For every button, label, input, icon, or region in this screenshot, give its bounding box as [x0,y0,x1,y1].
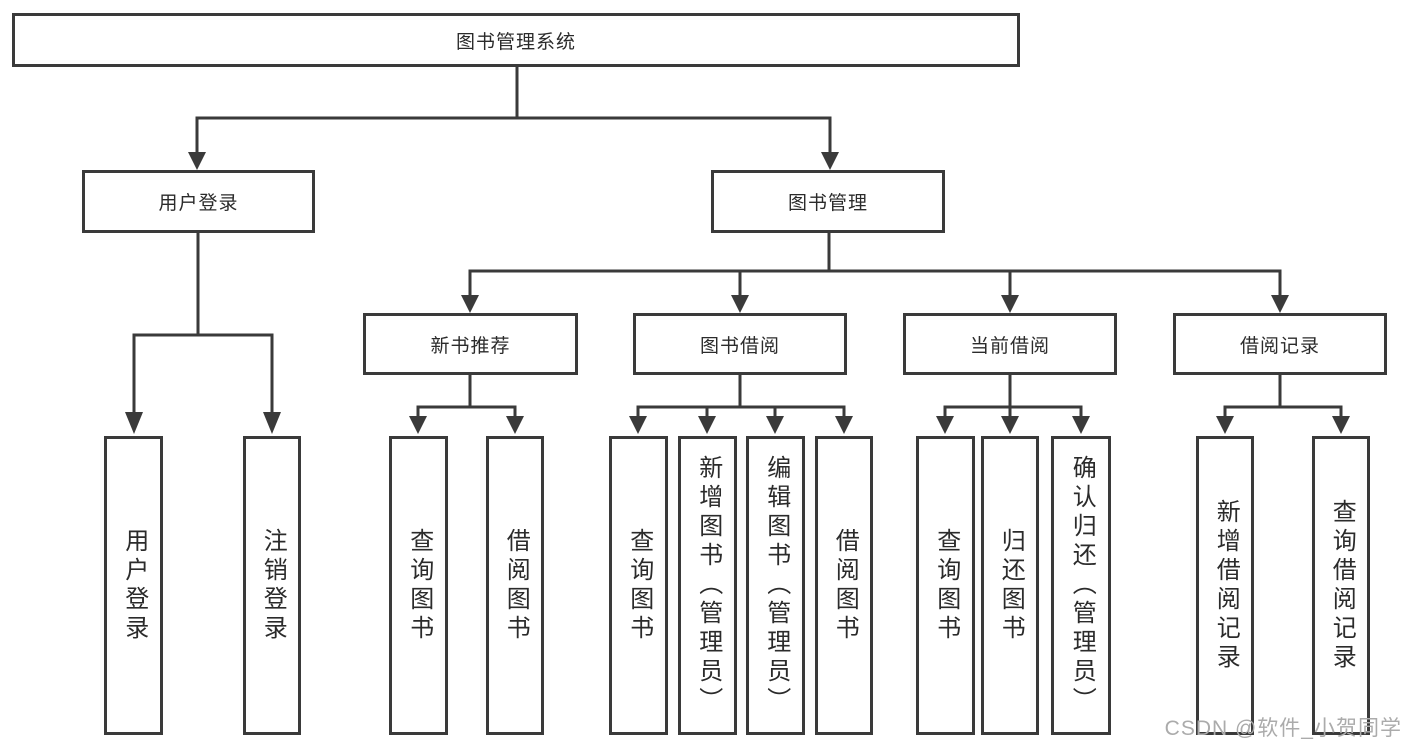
leaf-query-borrow-record: 查询借阅记录 [1312,436,1370,735]
arrowhead [821,152,839,170]
node-borrowing-records: 借阅记录 [1173,313,1387,375]
arrowhead [835,416,853,434]
node-user-login: 用户登录 [82,170,315,233]
leaf-query-books-recommend: 查询图书 [389,436,448,735]
arrowhead [1216,416,1234,434]
node-library-management-system: 图书管理系统 [12,13,1020,67]
csdn-watermark: CSDN @软件_小贺同学 [1164,717,1402,740]
connector-book-mgmt [468,233,1282,295]
leaf-return-books: 归还图书 [981,436,1039,735]
arrowhead [629,416,647,434]
leaf-query-books-borrow: 查询图书 [609,436,668,735]
node-current-borrowing: 当前借阅 [903,313,1117,375]
leaf-add-borrow-record: 新增借阅记录 [1196,436,1254,735]
leaf-borrow-books-recommend: 借阅图书 [486,436,544,735]
leaf-edit-books-admin: 编辑图书（管理员） [746,436,805,735]
arrowhead [409,416,427,434]
arrowhead [936,416,954,434]
connector-current [943,375,1083,416]
leaf-add-books-admin: 新增图书（管理员） [678,436,737,735]
connector-new-book [416,375,517,416]
arrowheads [125,152,1350,434]
arrowhead [731,295,749,313]
node-new-book-recommendation: 新书推荐 [363,313,578,375]
node-book-management: 图书管理 [711,170,945,233]
arrowhead [1332,416,1350,434]
arrowhead [1001,295,1019,313]
arrowhead [1001,416,1019,434]
arrowhead [188,152,206,170]
leaf-user-login: 用户登录 [104,436,163,735]
connector-records [1223,375,1343,416]
arrowhead [461,295,479,313]
arrowhead [263,412,281,434]
arrowhead [506,416,524,434]
connector-root [195,67,832,152]
leaf-query-books-current: 查询图书 [916,436,975,735]
arrowhead [1072,416,1090,434]
arrowhead [125,412,143,434]
arrowhead [698,416,716,434]
node-book-borrowing: 图书借阅 [633,313,847,375]
connector-user-login [132,233,274,412]
arrowhead [766,416,784,434]
leaf-confirm-return-admin: 确认归还（管理员） [1051,436,1111,735]
connector-borrow [636,375,846,416]
arrowhead [1271,295,1289,313]
leaf-borrow-books: 借阅图书 [815,436,873,735]
leaf-logout: 注销登录 [243,436,301,735]
